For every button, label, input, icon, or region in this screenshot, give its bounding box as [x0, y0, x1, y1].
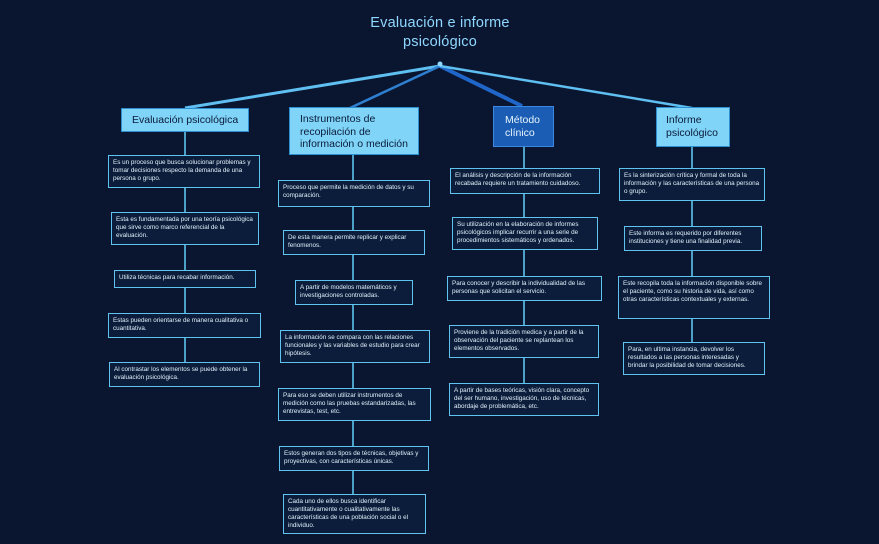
list-item: Para conocer y describir la individualid…	[447, 276, 602, 301]
heading-informe-psicologico: Informe psicológico	[656, 107, 730, 147]
list-item: A partir de bases teóricas, visión clara…	[449, 383, 599, 416]
list-item: Proviene de la tradición medica y a part…	[449, 325, 599, 358]
list-item: A partir de modelos matemáticos y invest…	[295, 280, 413, 305]
heading-metodo-clinico: Método clínico	[493, 106, 554, 147]
list-item: Proceso que permite la medición de datos…	[278, 180, 430, 207]
heading-evaluacion-psicologica: Evaluación psicológica	[121, 108, 249, 132]
list-item: Para eso se deben utilizar instrumentos …	[278, 388, 431, 421]
list-item: Estas pueden orientarse de manera cualit…	[108, 313, 261, 338]
list-item: Es un proceso que busca solucionar probl…	[108, 155, 260, 188]
list-item: Utiliza técnicas para recabar informació…	[114, 270, 256, 288]
list-item: Es la sinterización crítica y formal de …	[619, 168, 765, 201]
list-item: Este informa es requerido por diferentes…	[624, 226, 762, 251]
list-item: Este recopila toda la información dispon…	[618, 276, 770, 319]
list-item: Cada uno de ellos busca identificar cuan…	[283, 494, 426, 534]
list-item: De esta manera permite replicar y explic…	[283, 230, 425, 255]
list-item: Su utilización en la elaboración de info…	[452, 217, 598, 250]
diagram-title: Evaluación e informe psicológico	[370, 15, 510, 50]
list-item: Para, en ultima instancia, devolver los …	[623, 342, 765, 375]
list-item: La información se compara con las relaci…	[280, 330, 430, 363]
list-item: Estos generan dos tipos de técnicas, obj…	[279, 446, 429, 471]
list-item: Al contrastar los elementos se puede obt…	[109, 362, 260, 387]
list-item: El análisis y descripción de la informac…	[450, 168, 600, 194]
list-item: Esta es fundamentada por una teoría psic…	[111, 212, 259, 245]
heading-instrumentos-recopilacion: Instrumentos de recopilación de informac…	[289, 107, 419, 155]
